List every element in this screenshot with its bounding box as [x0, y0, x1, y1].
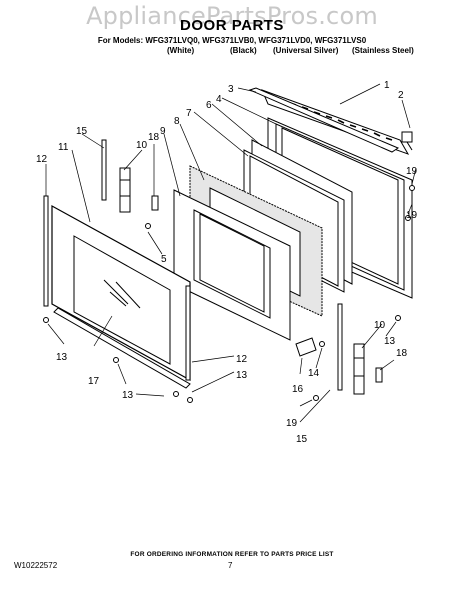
callout-12-lower: 12	[236, 354, 248, 365]
side-trim-right-part	[185, 285, 191, 381]
callout-2: 2	[398, 90, 404, 101]
callout-13-hinge: 13	[384, 336, 396, 347]
hinge-rod-right-part	[337, 303, 343, 391]
callout-10-lower: 10	[374, 320, 386, 331]
variant-black: (Black)	[230, 46, 257, 55]
bottom-trim-part	[53, 307, 191, 389]
callout-8: 8	[174, 116, 180, 127]
callout-6: 6	[206, 100, 212, 111]
models-line: For Models: WFG371LVQ0, WFG371LVB0, WFG3…	[97, 36, 367, 45]
page-title: DOOR PARTS	[180, 17, 284, 34]
callout-13-right: 13	[236, 370, 248, 381]
hinge-receiver-right-part	[375, 367, 383, 383]
callout-18-upper: 18	[148, 132, 160, 143]
callout-15-upper: 15	[76, 126, 88, 137]
callout-13-left: 13	[56, 352, 68, 363]
variant-stainless-steel: (Stainless Steel)	[352, 46, 414, 55]
hinge-rod-left-part	[101, 139, 107, 201]
leader-lines	[45, 83, 417, 423]
callout-15-lower: 15	[296, 434, 308, 445]
ordering-note: FOR ORDERING INFORMATION REFER TO PARTS …	[130, 551, 334, 558]
callout-13-bottom: 13	[122, 390, 134, 401]
callout-12-upper: 12	[36, 154, 48, 165]
page-number: 7	[228, 561, 233, 570]
callout-14: 14	[308, 368, 320, 379]
variant-white: (White)	[167, 46, 195, 55]
callout-5: 5	[161, 254, 167, 265]
callout-4: 4	[216, 94, 222, 105]
callout-3: 3	[228, 84, 234, 95]
hinge-receiver-left-part	[151, 195, 159, 211]
callout-18-lower: 18	[396, 348, 408, 359]
hinge-right-part	[353, 343, 365, 395]
callout-19-mid: 19	[406, 210, 418, 221]
side-trim-left-part	[43, 195, 49, 307]
end-bracket-part	[401, 131, 413, 151]
callout-labels: 1 2 3 4 5 6 7 8 9 10 10 11 12 12 13 13 1…	[36, 80, 418, 445]
top-trim-part	[248, 87, 400, 153]
callout-19-bottom: 19	[286, 418, 298, 429]
lower-bracket-part	[295, 337, 317, 357]
callout-7: 7	[186, 108, 192, 119]
callout-17: 17	[88, 376, 100, 387]
outer-door-panel-part	[51, 204, 191, 382]
callout-19-top: 19	[406, 166, 418, 177]
callout-16: 16	[292, 384, 304, 395]
callout-11: 11	[58, 142, 69, 153]
callout-1: 1	[384, 80, 390, 91]
callout-10-upper: 10	[136, 140, 148, 151]
callout-9: 9	[160, 126, 166, 137]
door-liner-part	[173, 189, 291, 341]
document-number: W10222572	[14, 561, 58, 570]
watermark: AppliancePartsPros.com	[86, 2, 378, 30]
variant-universal-silver: (Universal Silver)	[273, 46, 339, 55]
screw-group	[43, 185, 415, 403]
hinge-left-part	[119, 167, 131, 213]
